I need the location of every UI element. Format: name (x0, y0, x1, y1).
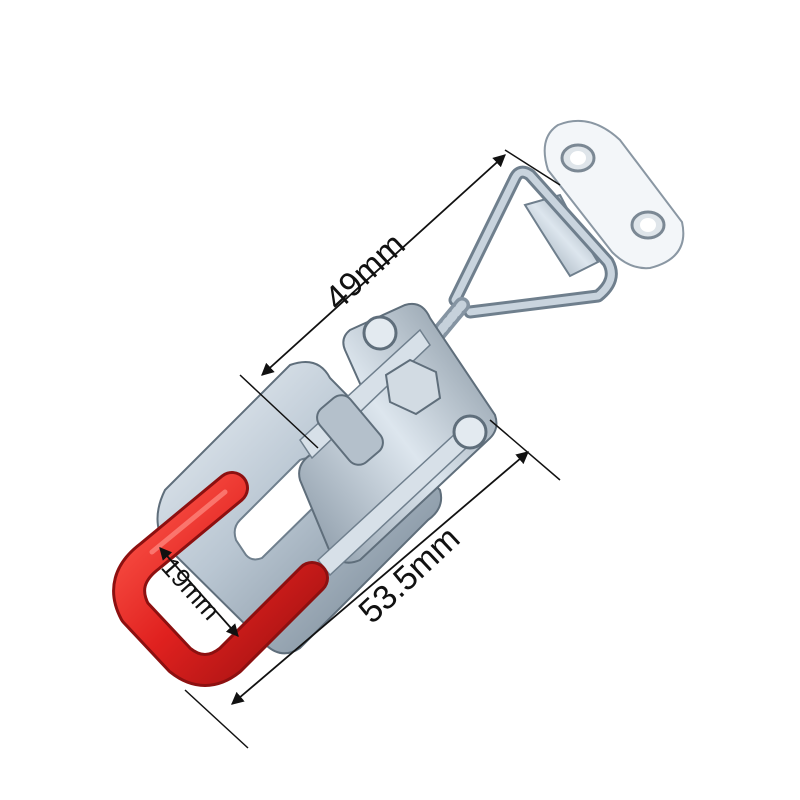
dimension-label-49mm: 49mm (318, 226, 413, 318)
pivot-rivet-1 (362, 315, 398, 351)
rubber-hook (112, 471, 329, 687)
pivot-rivet-2 (452, 414, 488, 450)
wire-loop (448, 165, 618, 319)
